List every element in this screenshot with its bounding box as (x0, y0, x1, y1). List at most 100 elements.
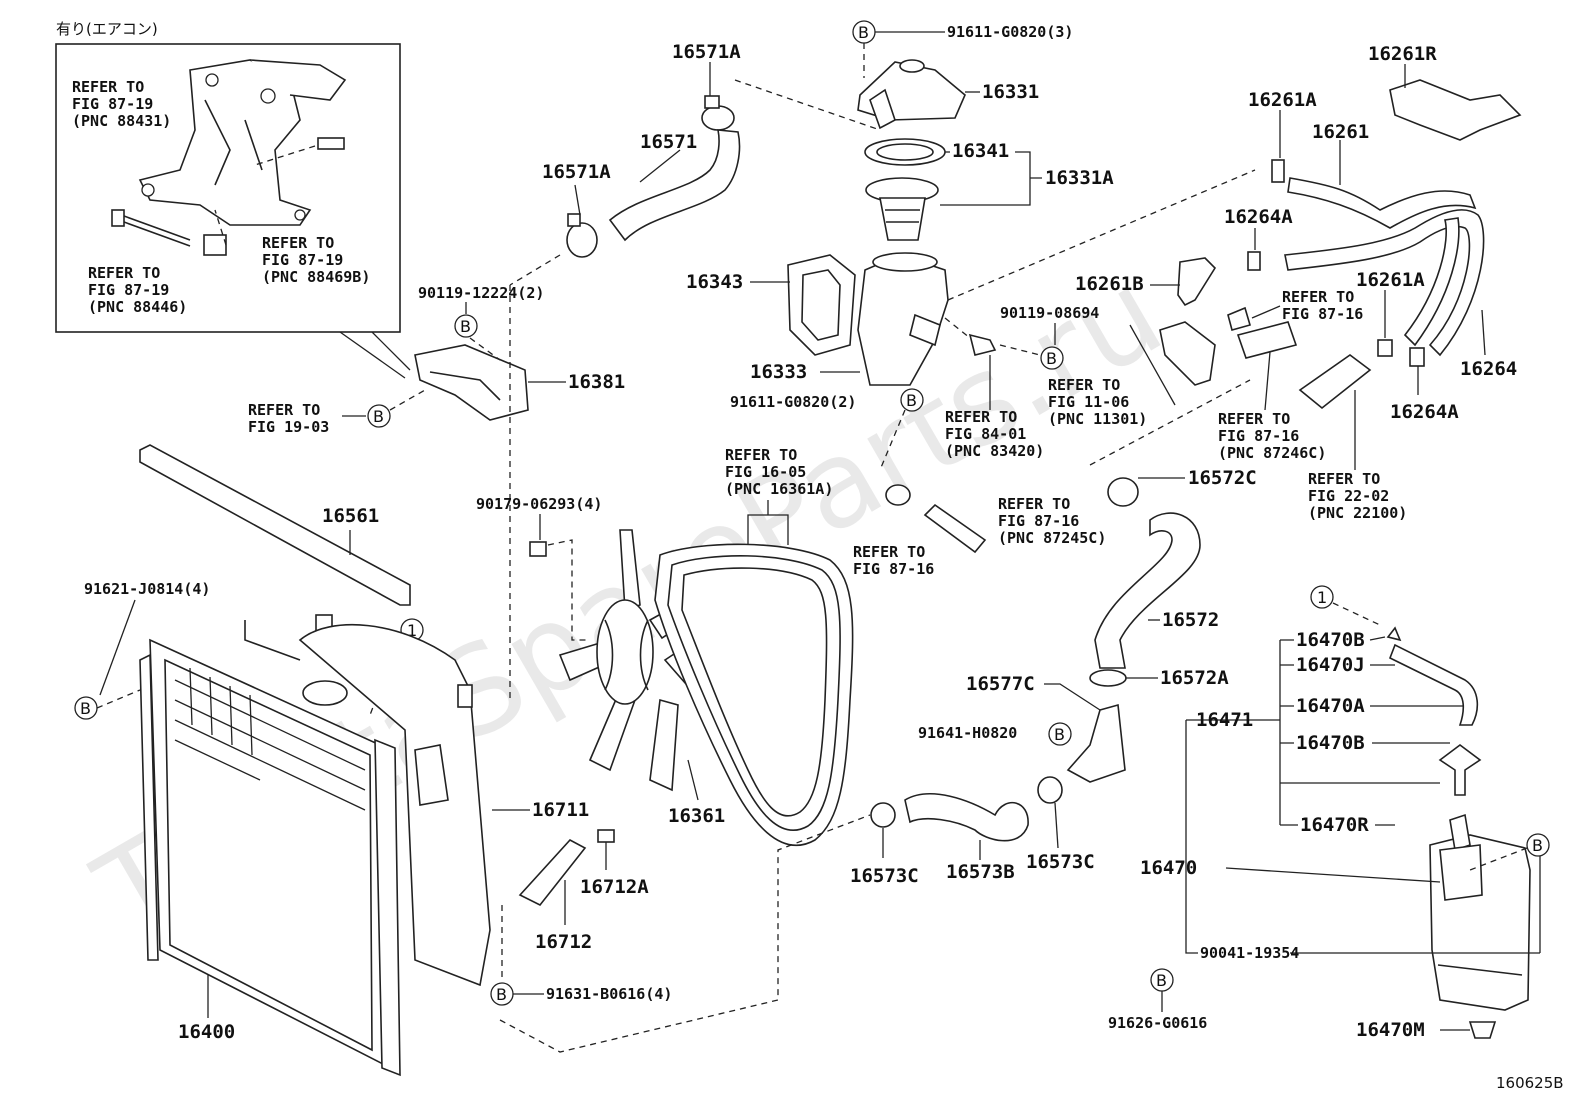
part-16470R-label: 16470R (1300, 814, 1369, 836)
part-90119-08694-label: 90119-08694 (1000, 304, 1099, 322)
part-90179-label: 90179-06293(4) (476, 495, 602, 513)
callout-b-reservoir: B (1469, 833, 1550, 871)
svg-text:1: 1 (1317, 588, 1327, 607)
part-91611-bot-label: 91611-G0820(2) (730, 393, 856, 411)
svg-text:(PNC 16361A): (PNC 16361A) (725, 480, 833, 498)
radiator-16400: 16400 (139, 614, 401, 1077)
svg-text:REFER TO: REFER TO (88, 264, 160, 282)
part-16571A-mid-label: 16571A (542, 161, 611, 183)
svg-text:(PNC 87246C): (PNC 87246C) (1218, 444, 1326, 462)
svg-text:1: 1 (407, 621, 417, 640)
part-91611-top-label: 91611-G0820(3) (947, 23, 1073, 41)
callout-1-reservoir: 1 (1310, 585, 1381, 626)
radiator-cap (302, 680, 348, 706)
ref-fig-19-03: REFER TO FIG 19-03 B (248, 389, 426, 436)
svg-text:REFER TO: REFER TO (248, 401, 320, 419)
svg-text:REFER TO: REFER TO (1218, 410, 1290, 428)
part-16361-label: 16361 (668, 805, 725, 827)
clamp-16264A-top: 16264A (1224, 206, 1293, 271)
svg-text:B: B (496, 985, 507, 1004)
part-16261A-mid-label: 16261A (1356, 269, 1425, 291)
hose-16573B: 16573B (904, 793, 1029, 883)
svg-text:FIG 87-19: FIG 87-19 (88, 281, 169, 299)
svg-text:(PNC 87245C): (PNC 87245C) (998, 529, 1106, 547)
v-belt (654, 500, 854, 847)
ref-88446: REFER TO FIG 87-19 (PNC 88446) (88, 264, 187, 316)
bolt-88431 (254, 137, 345, 166)
part-16264-label: 16264 (1460, 358, 1517, 380)
callout-b-91631: B 91631-B0616(4) (490, 905, 672, 1006)
bracket-16261R: 16261R (1368, 43, 1522, 141)
valve-fig-22-02: REFER TO FIG 22-02 (PNC 22100) (1298, 354, 1407, 522)
svg-text:REFER TO: REFER TO (1308, 470, 1380, 488)
ref-fig-87-16-right: REFER TO FIG 87-16 (1251, 288, 1363, 323)
union-16261B: 16261B (1075, 257, 1251, 331)
clamp-16261A-top: 16261A (1248, 89, 1317, 183)
part-16470-label: 16470 (1140, 857, 1197, 879)
clamp-16571A-mid: 16571A (542, 161, 611, 258)
clamp-16572A: 16572A (1089, 667, 1229, 689)
part-16331-label: 16331 (982, 81, 1039, 103)
pipe-16264: 16264 (1284, 209, 1517, 380)
shroud-16712: 16712 (518, 839, 592, 953)
housing-16333: 16333 (750, 252, 949, 386)
svg-text:REFER TO: REFER TO (725, 446, 797, 464)
callout-b-91611-bot: 91611-G0820(2) B (730, 388, 924, 471)
callout-b-91641: 91641-H0820 B (918, 722, 1072, 746)
clamp-16573C-right: 16573C (1026, 776, 1095, 873)
svg-text:REFER TO: REFER TO (1048, 376, 1120, 394)
svg-text:B: B (858, 23, 869, 42)
part-16470M-label: 16470M (1356, 1019, 1425, 1041)
gasket-16341: 16341 (864, 138, 1009, 166)
svg-text:REFER TO: REFER TO (262, 234, 334, 252)
part-16341-label: 16341 (952, 140, 1009, 162)
bolt-90179: 90179-06293(4) (476, 495, 602, 641)
cap-16470M: 16470M (1356, 1019, 1497, 1041)
part-16261R-label: 16261R (1368, 43, 1437, 65)
svg-text:(PNC 11301): (PNC 11301) (1048, 410, 1147, 428)
water-outlet-16331: 16331 (857, 59, 1039, 130)
svg-text:B: B (1156, 971, 1167, 990)
figure-code: 160625B (1496, 1074, 1564, 1092)
part-16261-label: 16261 (1312, 121, 1369, 143)
svg-text:REFER TO: REFER TO (945, 408, 1017, 426)
svg-text:FIG 87-19: FIG 87-19 (72, 95, 153, 113)
part-16571A-top-label: 16571A (672, 41, 741, 63)
clamp-16261A-mid: 16261A (1356, 269, 1425, 357)
gasket-16343: 16343 (686, 254, 856, 356)
part-16571-label: 16571 (640, 131, 697, 153)
svg-text:B: B (906, 391, 917, 410)
part-16261B-label: 16261B (1075, 273, 1144, 295)
part-16261A-top-label: 16261A (1248, 89, 1317, 111)
part-16712A-label: 16712A (580, 876, 649, 898)
ref-fig-16-05: REFER TO FIG 16-05 (PNC 16361A) (725, 446, 833, 498)
part-16470J-label: 16470J (1296, 654, 1365, 676)
reservoir-16470: 16470 (1140, 813, 1531, 1011)
part-16572-label: 16572 (1162, 609, 1219, 631)
svg-text:FIG 87-16: FIG 87-16 (1218, 427, 1299, 445)
part-16471-label: 16471 (1196, 709, 1253, 731)
hose-16571: 16571 (608, 129, 741, 242)
svg-text:FIG 16-05: FIG 16-05 (725, 463, 806, 481)
part-16381-label: 16381 (568, 371, 625, 393)
part-16573B-label: 16573B (946, 861, 1015, 883)
svg-text:B: B (80, 699, 91, 718)
ref-88469B: REFER TO FIG 87-19 (PNC 88469B) (262, 234, 370, 286)
svg-text:REFER TO: REFER TO (998, 495, 1070, 513)
svg-text:FIG 19-03: FIG 19-03 (248, 418, 329, 436)
seal-16561: 16561 (139, 444, 411, 606)
shroud-16711: 16711 (298, 623, 589, 987)
svg-text:REFER TO: REFER TO (1282, 288, 1354, 306)
reservoir-leaders: 16470B 16470J 16470A 16470B 16470R 16471 (1185, 629, 1465, 954)
hose-16261: 16261 (1287, 121, 1477, 229)
svg-text:(PNC 83420): (PNC 83420) (945, 442, 1044, 460)
inset-caption: 有り(エアコン) (56, 20, 158, 38)
svg-text:B: B (373, 407, 384, 426)
clip-16712A: 16712A (580, 829, 649, 898)
svg-text:FIG 87-19: FIG 87-19 (262, 251, 343, 269)
callout-b-91611-top: B 91611-G0820(3) (852, 20, 1073, 78)
svg-text:FIG 87-16: FIG 87-16 (1282, 305, 1363, 323)
part-16712-label: 16712 (535, 931, 592, 953)
hose-16470J (1386, 626, 1479, 726)
